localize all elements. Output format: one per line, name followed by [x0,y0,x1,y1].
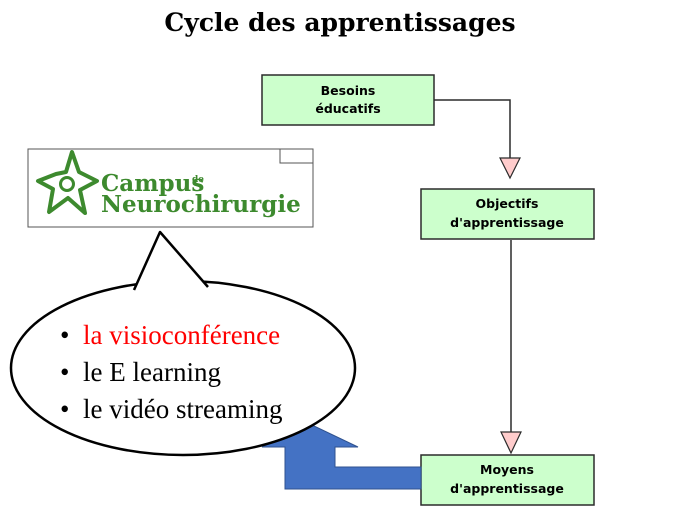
connector-besoins-to-objectifs [434,99,511,172]
bullet-item-visioconference: • la visioconférence [60,320,280,350]
bullet-label-visioconference: la visioconférence [83,320,280,350]
logo-corner-box [279,148,314,164]
bullet-marker-2: • [60,357,69,387]
box-besoins-line2: éducatifs [315,101,380,116]
logo-word-campus: Campus [101,170,204,197]
box-objectifs-line1: Objectifs [476,196,539,211]
flow-connectors [434,99,512,432]
bullet-label-e-learning: le E learning [83,357,221,387]
bullet-item-video-streaming: • le vidéo streaming [60,394,282,424]
box-moyens-line2: d'apprentissage [450,481,564,496]
logo-word-neurochirurgie: Neurochirurgie [101,191,301,218]
bullet-marker-1: • [60,320,69,350]
logo-word-de: de [192,175,204,185]
bubble-bullet-list: • la visioconférence • le E learning • l… [60,320,282,424]
box-besoins-educatifs: Besoins éducatifs [261,74,435,126]
speech-bubble-tail [132,230,209,291]
box-objectifs-line2: d'apprentissage [450,215,564,230]
bullet-marker-3: • [60,394,69,424]
arrowhead-to-moyens [500,431,522,455]
box-moyens-apprentissage: Moyens d'apprentissage [420,454,595,506]
page-title: Cycle des apprentissages [164,8,515,37]
box-besoins-line1: Besoins [321,83,376,98]
arrowhead-to-objectifs [499,157,521,180]
speech-bubble: • la visioconférence • le E learning • l… [9,230,357,457]
neuron-icon [36,150,99,215]
box-objectifs-apprentissage: Objectifs d'apprentissage [420,188,595,240]
bullet-label-video-streaming: le vidéo streaming [83,394,282,424]
bullet-item-e-learning: • le E learning [60,357,221,387]
box-moyens-line1: Moyens [480,462,534,477]
campus-logo: Campus de Neurochirurgie [27,148,314,228]
